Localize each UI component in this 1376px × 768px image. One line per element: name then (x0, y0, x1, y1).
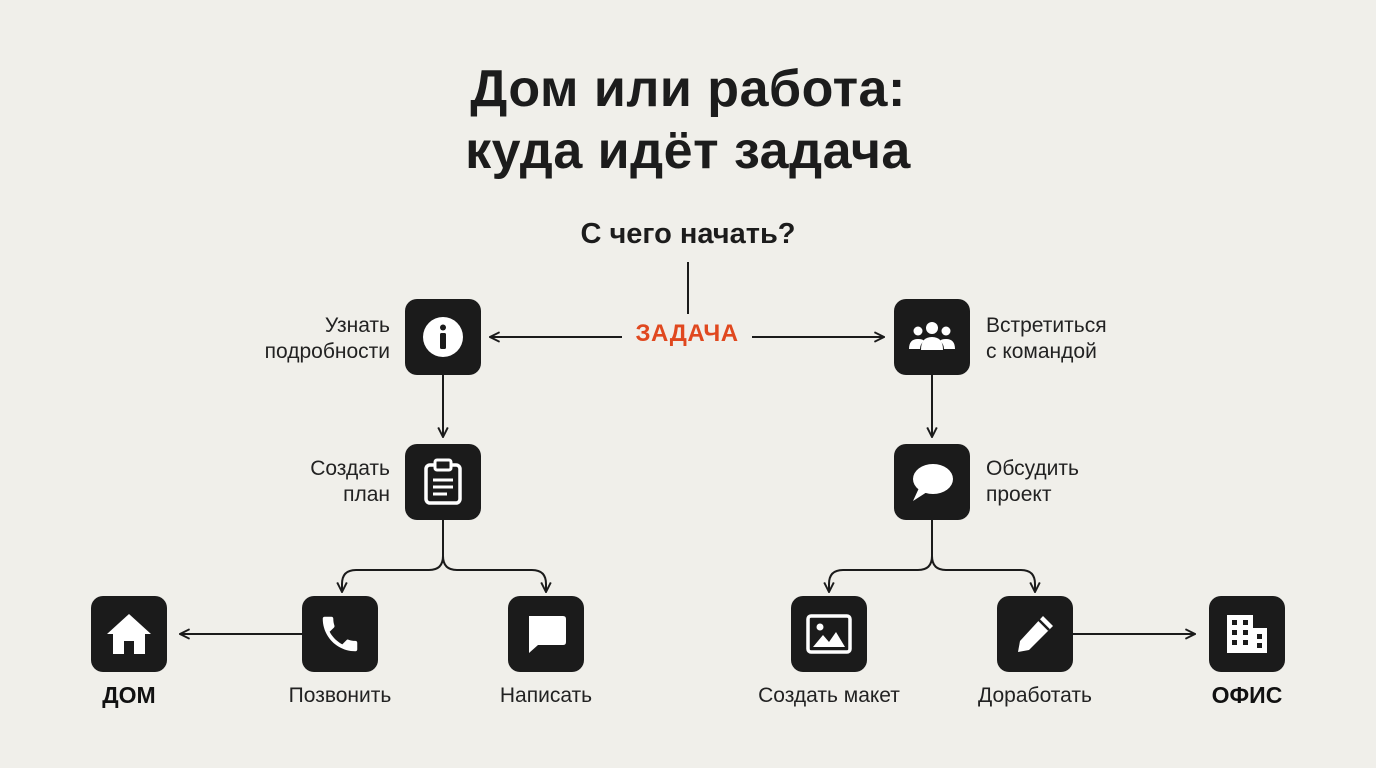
node-plan (405, 444, 481, 520)
node-team (894, 299, 970, 375)
team-label: Встретиться с командой (986, 314, 1107, 363)
pencil-icon (1012, 611, 1058, 657)
title-line-1: Дом или работа: (470, 60, 906, 118)
arrow-discuss-to-mockup (829, 519, 933, 592)
node-call (302, 596, 378, 672)
refine-label: Доработать (978, 684, 1092, 707)
image-icon (805, 613, 853, 655)
node-office (1209, 596, 1285, 672)
arrow-plan-to-write (442, 519, 546, 592)
clipboard-icon (421, 458, 465, 506)
discuss-label: Обсудить проект (986, 457, 1079, 506)
office-label: ОФИС (1211, 682, 1283, 708)
task-label: ЗАДАЧА (635, 320, 739, 347)
node-info (405, 299, 481, 375)
message-icon (523, 611, 569, 657)
mockup-label: Создать макет (758, 684, 900, 707)
arrow-discuss-to-refine (931, 519, 1035, 592)
write-label: Написать (499, 684, 593, 707)
node-mockup (791, 596, 867, 672)
start-question: С чего начать? (580, 218, 796, 250)
node-refine (997, 596, 1073, 672)
home-label: ДОМ (102, 682, 156, 708)
info-label: Узнать подробности (264, 314, 390, 363)
team-icon (906, 317, 958, 357)
info-icon (420, 314, 466, 360)
node-write (508, 596, 584, 672)
node-discuss (894, 444, 970, 520)
arrow-plan-to-call (342, 519, 444, 592)
node-home (91, 596, 167, 672)
plan-label: Создать план (310, 457, 390, 506)
chat-icon (907, 459, 957, 505)
title-line-2: куда идёт задача (465, 122, 911, 180)
call-label: Позвонить (288, 684, 392, 707)
building-icon (1223, 611, 1271, 657)
home-icon (104, 611, 154, 657)
diagram-title: Дом или работа: куда идёт задача (0, 58, 1376, 182)
phone-icon (317, 611, 363, 657)
